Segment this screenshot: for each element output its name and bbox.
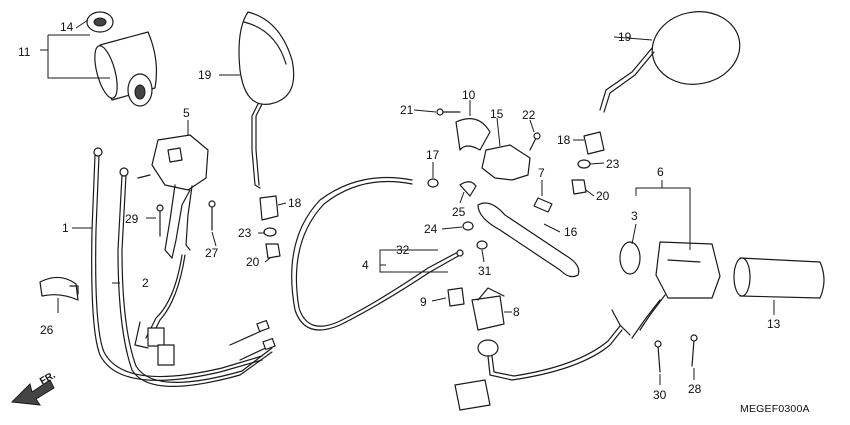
callout-16: 16 <box>564 225 578 239</box>
callout-18-left: 18 <box>288 196 302 210</box>
clutch-switch-harness <box>454 325 623 411</box>
callout-21: 21 <box>400 103 414 117</box>
callout-19-right: 19 <box>618 30 632 44</box>
callout-23-right: 23 <box>606 157 620 171</box>
left-grip-assembly <box>40 11 158 107</box>
left-switch-harness <box>134 254 186 366</box>
callout-26: 26 <box>40 323 54 337</box>
callout-15: 15 <box>490 107 504 121</box>
front-direction-arrow-icon <box>10 379 55 406</box>
callout-28: 28 <box>688 382 702 396</box>
left-mirror <box>238 11 295 189</box>
callout-13: 13 <box>767 317 781 331</box>
callout-3: 3 <box>631 209 638 223</box>
clutch-lever-assembly <box>427 108 580 278</box>
throttle-cables <box>91 147 276 387</box>
callout-14: 14 <box>60 20 74 34</box>
callout-27: 27 <box>205 246 219 260</box>
right-mirror <box>599 11 741 113</box>
callout-4: 4 <box>362 258 369 272</box>
callout-20-right: 20 <box>596 189 610 203</box>
right-grip <box>733 257 825 299</box>
callout-30: 30 <box>653 388 667 402</box>
callout-2: 2 <box>142 276 149 290</box>
callout-18-right: 18 <box>557 133 571 147</box>
relay-and-switch <box>447 287 505 331</box>
right-small-parts <box>571 131 605 195</box>
callout-29: 29 <box>125 212 139 226</box>
callout-31: 31 <box>478 264 492 278</box>
callout-9: 9 <box>420 295 427 309</box>
right-switch-housing <box>611 241 721 339</box>
callout-25: 25 <box>452 205 466 219</box>
left-switch-housing <box>137 134 209 259</box>
callout-6: 6 <box>657 165 664 179</box>
callout-32: 32 <box>396 243 410 257</box>
callout-5: 5 <box>183 106 190 120</box>
cable-clamp <box>39 276 79 301</box>
callout-1: 1 <box>62 221 69 235</box>
clutch-cable <box>291 176 464 331</box>
callout-24: 24 <box>424 222 438 236</box>
callout-19-left: 19 <box>198 68 212 82</box>
callout-17: 17 <box>426 148 440 162</box>
left-small-parts <box>156 195 281 259</box>
right-screws <box>654 334 698 373</box>
callout-20-left: 20 <box>246 255 260 269</box>
callout-11: 11 <box>18 45 31 59</box>
callout-10: 10 <box>462 88 476 102</box>
callout-22: 22 <box>522 108 536 122</box>
leader-lines <box>57 19 775 385</box>
diagram-code: MEGEF0300A <box>740 403 810 415</box>
callout-7: 7 <box>538 166 545 180</box>
callout-23-left: 23 <box>238 226 252 240</box>
callout-8: 8 <box>513 305 520 319</box>
